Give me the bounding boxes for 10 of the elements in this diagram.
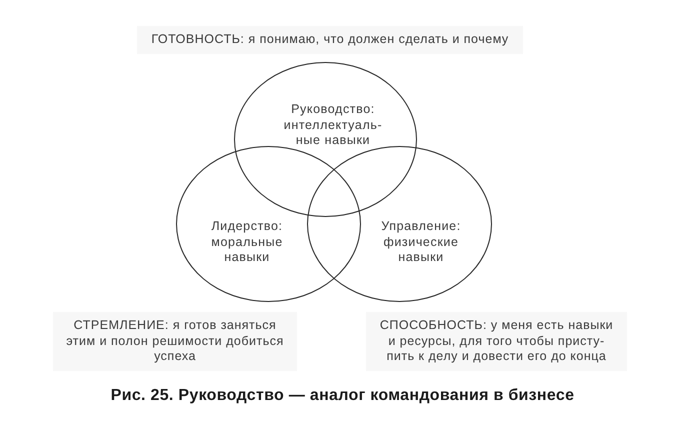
venn-circle bbox=[176, 146, 361, 302]
venn-circle bbox=[234, 62, 417, 217]
figure-caption: Рис. 25. Руководство — аналог командования в бизнесе bbox=[110, 386, 574, 406]
circle-label: Лидерство: моральные навыки bbox=[210, 218, 284, 266]
circle-note: СТРЕМЛЕНИЕ: я готов заняться этим и полон решимости добиться успеха bbox=[53, 312, 297, 370]
circle-note: ГОТОВНОСТЬ: я понимаю, что должен сделать и почему bbox=[137, 26, 523, 54]
circle-note: СПОСОБНОСТЬ: у меня есть навыки и ресурсы, для того чтобы присту- пить к делу и довести его до конца bbox=[366, 312, 627, 370]
circle-label: Управление: физические навыки bbox=[380, 218, 462, 266]
venn-circle bbox=[307, 146, 492, 302]
circle-label: Руководство: интеллектуаль- ные навыки bbox=[282, 102, 384, 148]
